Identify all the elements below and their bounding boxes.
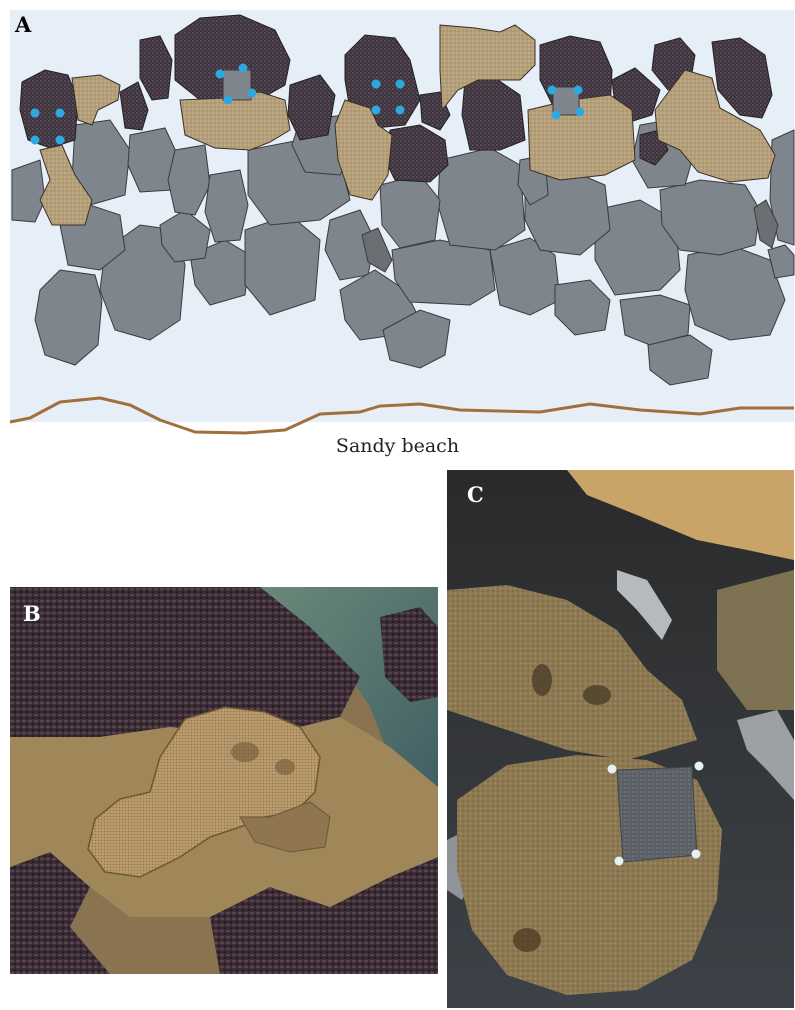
marker-dot: [692, 850, 701, 859]
rock-hole: [532, 664, 552, 696]
marker-dot: [31, 136, 40, 145]
boulder: [205, 170, 248, 242]
coral-pit: [275, 759, 295, 775]
marker-dot: [576, 108, 585, 117]
marker-dot: [396, 106, 405, 115]
settlement-plate: [617, 767, 697, 862]
mussel-rock: [20, 70, 78, 148]
marker-dot: [56, 109, 65, 118]
sandy-beach-label: Sandy beach: [0, 435, 795, 457]
settlement-plate: [223, 70, 251, 100]
panel-label-a: A: [15, 14, 31, 35]
marker-dot: [31, 109, 40, 118]
settlement-plate-photo: [447, 470, 794, 1008]
boulder: [35, 270, 102, 365]
panel-label-c: C: [467, 484, 484, 505]
boulder: [660, 180, 760, 255]
sandstone-rock: [528, 95, 635, 180]
marker-dot: [615, 857, 624, 866]
marker-dot: [695, 762, 704, 771]
marker-dot: [372, 80, 381, 89]
marker-dot: [574, 86, 583, 95]
marker-dot: [56, 136, 65, 145]
marker-dot: [372, 106, 381, 115]
marker-dot: [396, 80, 405, 89]
rock-hole: [513, 928, 541, 952]
panel-label-b: B: [23, 603, 41, 624]
marker-dot: [224, 96, 233, 105]
rock-hole: [583, 685, 611, 705]
panel-b-photo: B: [10, 587, 438, 974]
boulder: [438, 148, 525, 250]
boulder: [392, 240, 495, 305]
marker-dot: [239, 64, 248, 73]
coral-rock-photo: [10, 587, 438, 974]
coral-pit: [231, 742, 259, 762]
marker-dot: [552, 111, 561, 120]
marker-dot: [608, 765, 617, 774]
marker-dot: [216, 70, 225, 79]
marker-dot: [548, 86, 557, 95]
panel-c-photo: C: [447, 470, 794, 1008]
boulder-field-diagram: [0, 0, 795, 470]
marker-dot: [248, 89, 257, 98]
panel-a-schematic: A Sandy beach: [0, 0, 795, 470]
